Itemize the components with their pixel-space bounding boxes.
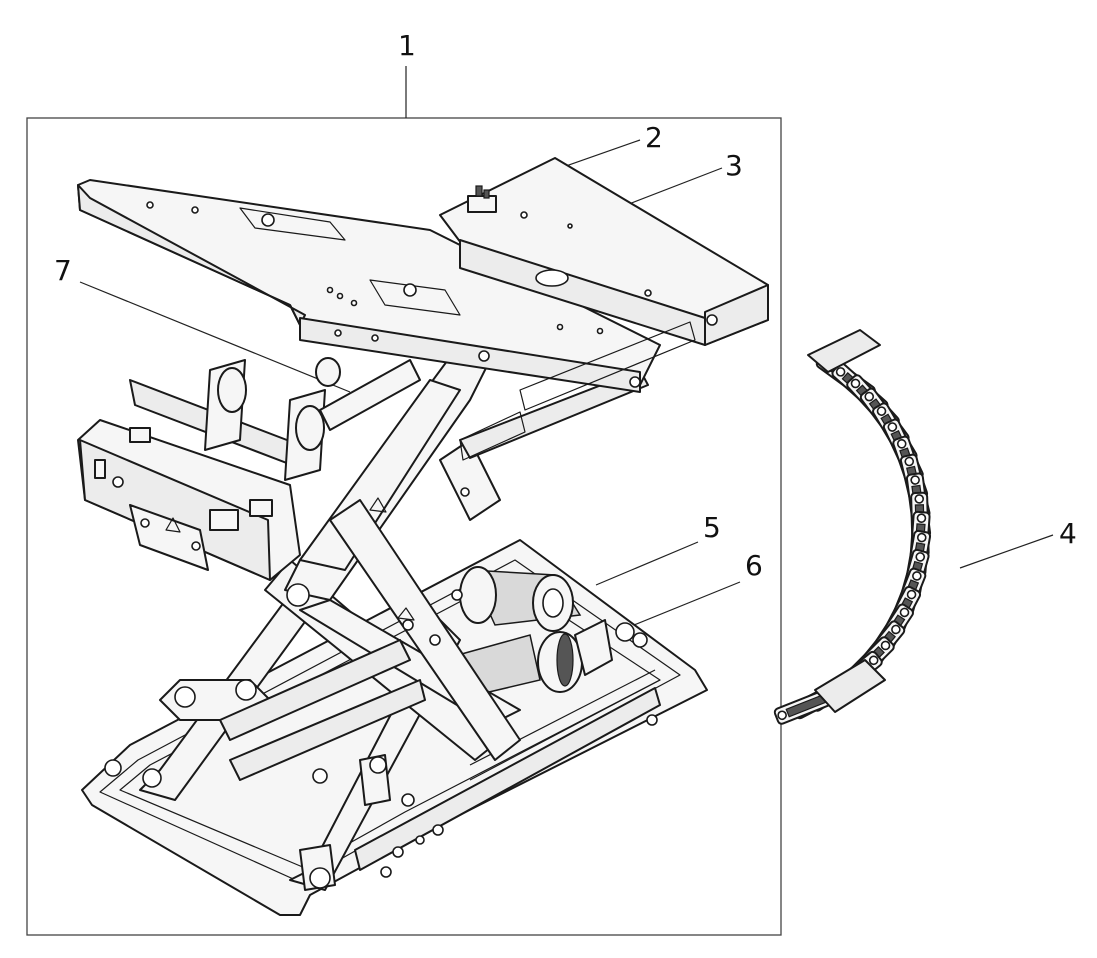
callout-3-label: 3	[725, 149, 743, 182]
callout-7-label: 7	[54, 254, 72, 287]
limit-switch	[467, 185, 497, 213]
callout-2-label: 2	[645, 121, 663, 154]
callout-5: 5	[595, 511, 721, 586]
scissor-arms-upper	[284, 329, 649, 761]
spring-assembly	[129, 357, 421, 481]
callout-4-label: 4	[1059, 517, 1077, 550]
callout-1-label: 1	[398, 29, 416, 62]
callout-4: 4	[959, 517, 1077, 569]
control-box	[77, 419, 301, 581]
callout-7: 7	[54, 254, 351, 393]
chain-end-bracket-top	[807, 329, 881, 373]
chain-end-bracket-bottom	[814, 659, 886, 713]
callout-6-label: 6	[745, 549, 763, 582]
assembly-frame	[26, 117, 782, 936]
cable-chain	[773, 329, 932, 725]
rail-housing	[439, 157, 769, 461]
top-plate	[77, 179, 661, 393]
callout-1: 1	[398, 29, 416, 118]
callout-5-label: 5	[703, 511, 721, 544]
